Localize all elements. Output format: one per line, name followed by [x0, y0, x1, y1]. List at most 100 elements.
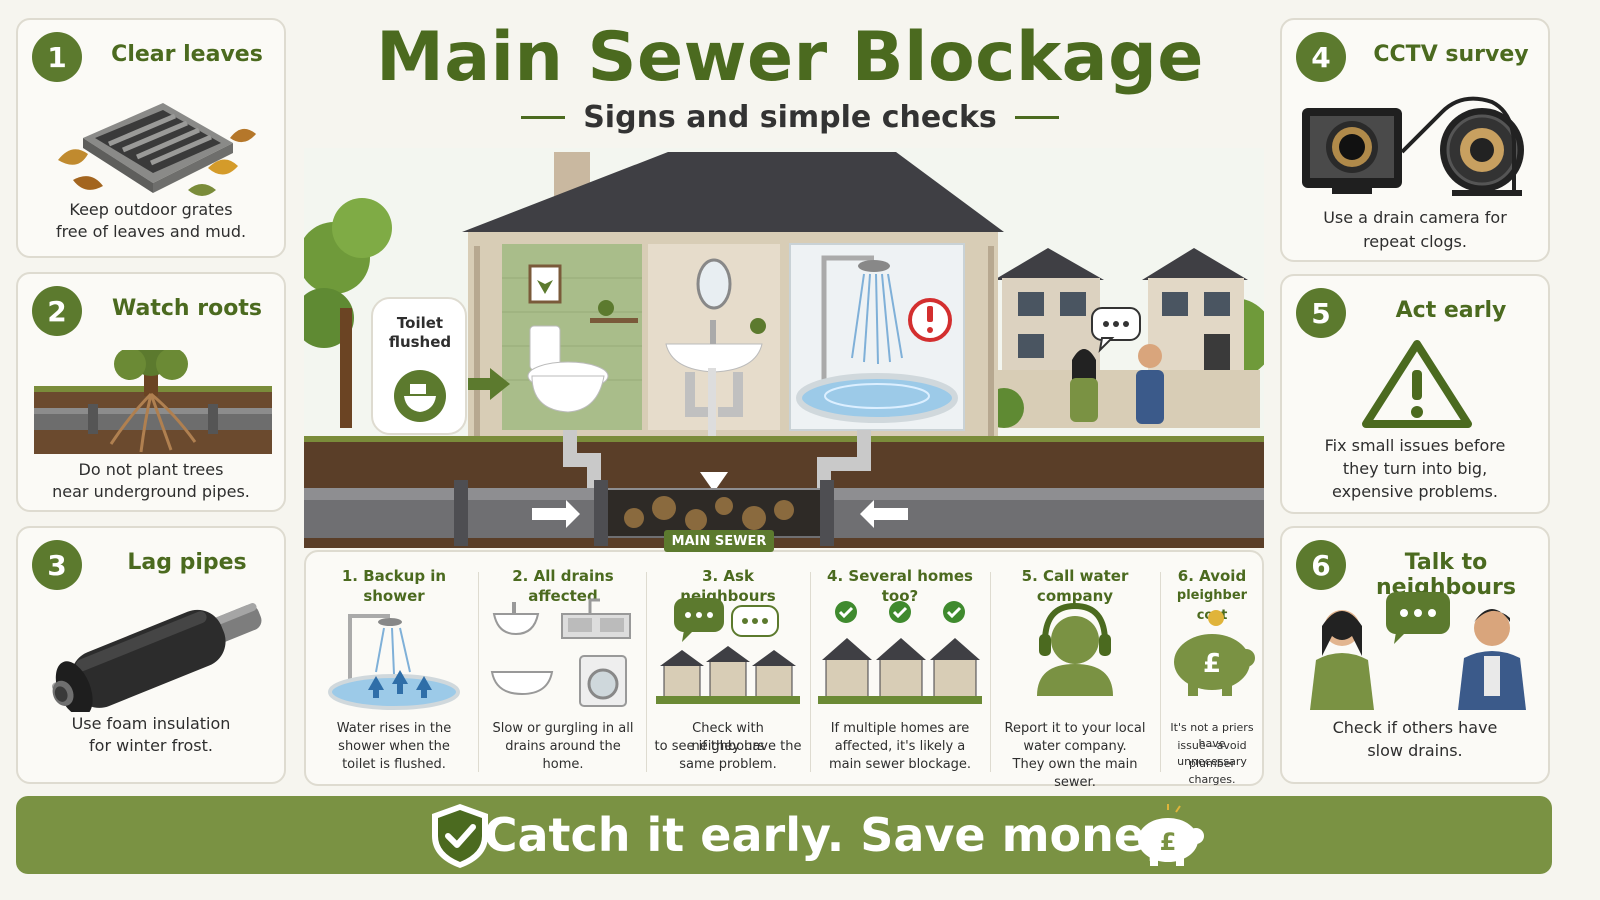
tip-title: Clear leaves: [111, 42, 263, 67]
svg-text:£: £: [1203, 649, 1221, 679]
callout-line: Toilet: [396, 314, 444, 332]
step-divider: [810, 572, 811, 772]
speech-bubble-icon: [656, 598, 800, 704]
tip-number-badge: 2: [32, 286, 82, 336]
step-title: 1. Backup in shower: [341, 567, 447, 605]
tip-text-line: Do not plant trees: [78, 460, 224, 479]
shield-check-icon: [432, 804, 488, 868]
piggy-bank-icon: £: [1174, 610, 1255, 696]
tip-number-badge: 6: [1296, 540, 1346, 590]
tip-card-lag-pipes: 3 Lag pipes Use foam insulation for wint…: [16, 526, 286, 784]
step-title: 2. All drains affected: [512, 567, 614, 605]
tip-text-line: free of leaves and mud.: [55, 222, 247, 241]
step-title: 6. Avoid: [1177, 567, 1247, 585]
step-divider: [1160, 572, 1161, 772]
step-text-line: toilet is flushed.: [342, 757, 446, 772]
tip-number-badge: 1: [32, 32, 82, 82]
shower-backup-icon: [328, 614, 460, 710]
step-divider: [478, 572, 479, 772]
step-text-line: If multiple homes are: [830, 721, 970, 736]
headset-icon: [1037, 602, 1113, 696]
step-text-line: They own the main sewer.: [1012, 757, 1138, 790]
grate-icon: [58, 103, 256, 196]
tip-text-line: Use a drain camera for: [1323, 208, 1507, 227]
step-text-line: Check with neighbours: [691, 721, 765, 754]
bottom-banner: Catch it early. Save money. £: [16, 796, 1552, 874]
step-text-line: drains around the home.: [505, 739, 621, 772]
callout-line: flushed: [388, 333, 452, 351]
homes-checkmark-icon: [818, 601, 982, 704]
piggy-bank-icon: £: [1138, 804, 1204, 866]
step-text-line: plumber charges.: [1188, 757, 1236, 786]
neighbour-houses: [984, 248, 1260, 428]
house-sewer-scene: [304, 148, 1264, 548]
tip-text-line: for winter frost.: [89, 736, 213, 755]
neighbours-icon: [1310, 592, 1526, 710]
tip-card-cctv-survey: 4 CCTV survey Use a drain camera for rep…: [1280, 18, 1550, 262]
step-text-line: affected, it's likely a: [834, 739, 966, 754]
step-text-line: to see if they have the: [654, 739, 802, 754]
insulated-pipe-icon: [51, 603, 262, 712]
tip-card-watch-roots: 2 Watch roots Do not plant trees near un…: [16, 272, 286, 512]
banner-text: Catch it early. Save money.: [483, 808, 1189, 862]
step-avoid-cost: 6. Avoid pleighber cost £ It's not a pri…: [1162, 552, 1262, 786]
toilet-flushed-label: Toilet flushed: [372, 314, 468, 352]
tip-text-line: Keep outdoor grates: [69, 200, 233, 219]
step-text-line: same problem.: [679, 757, 777, 772]
checkmark-icon: [835, 601, 965, 623]
tip-card-clear-leaves: 1 Clear leaves Keep outdoor grates free …: [16, 18, 286, 258]
step-title: 5. Call water company: [1021, 567, 1129, 605]
tip-text-line: repeat clogs.: [1363, 232, 1467, 251]
tip-text-line: Check if others have: [1332, 718, 1498, 737]
tip-card-talk-to-neighbours: 6 Talk to neighbours Check if others hav…: [1280, 526, 1550, 784]
tip-number-badge: 5: [1296, 288, 1346, 338]
step-divider: [990, 572, 991, 772]
tip-number-badge: 4: [1296, 32, 1346, 82]
subtitle-dash-left: [521, 116, 566, 119]
tip-number-badge: 3: [32, 540, 82, 590]
step-text-line: issue—avoid unnecessary: [1177, 739, 1247, 768]
alert-icon: [908, 298, 952, 342]
step-all-drains-affected: 2. All drains affected Slow or gurgling …: [482, 552, 644, 784]
toilet-icon: [527, 325, 609, 413]
tip-text-line: they turn into big,: [1342, 459, 1488, 478]
warning-icon: [1362, 340, 1472, 428]
tip-text-line: expensive problems.: [1332, 482, 1498, 501]
tip-title: Lag pipes: [127, 550, 247, 575]
roof: [462, 152, 1004, 232]
tip-text-line: near underground pipes.: [52, 482, 250, 501]
main-sewer-label: MAIN SEWER: [664, 530, 774, 552]
tip-title: Watch roots: [112, 296, 262, 321]
step-title: 4. Several homes too?: [827, 567, 973, 605]
subtitle-row: Signs and simple checks: [300, 100, 1280, 135]
tree-roots-icon: [34, 350, 272, 454]
main-sewer-pipe: [304, 480, 1264, 546]
svg-text:£: £: [1160, 828, 1177, 856]
steps-panel: 1. Backup in shower Water rises in the s…: [304, 550, 1264, 790]
tip-text-line: Fix small issues before: [1324, 436, 1506, 455]
step-text-line: Report it to your local: [1004, 721, 1146, 736]
step-text-line: Slow or gurgling in all: [492, 721, 634, 736]
tip-title: CCTV survey: [1373, 42, 1529, 67]
tip-title: Act early: [1395, 298, 1507, 323]
subtitle-dash-right: [1014, 116, 1059, 119]
step-text-line: It's not a priers have: [1170, 721, 1254, 750]
step-call-water-company: 5. Call water company Report it to your …: [992, 552, 1158, 790]
step-text-line: water company.: [1023, 739, 1127, 754]
step-ask-neighbours: 3. Ask neighbours Check with neighbours …: [650, 552, 806, 784]
page-title: Main Sewer Blockage: [376, 18, 1204, 97]
step-several-homes: 4. Several homes too? If multiple homes …: [814, 552, 986, 784]
step-text-line: main sewer blockage.: [828, 757, 972, 772]
drains-icon: [490, 598, 631, 707]
toilet-flushed-callout: [371, 297, 510, 435]
neighbours-talking: [1070, 307, 1164, 424]
tip-card-act-early: 5 Act early Fix small issues before they…: [1280, 274, 1550, 514]
tip-text-line: Use foam insulation: [71, 714, 231, 733]
drain-camera-icon: [1302, 96, 1524, 196]
step-backup-in-shower: 1. Backup in shower Water rises in the s…: [312, 552, 476, 784]
tip-text-line: slow drains.: [1367, 741, 1463, 760]
page-subtitle: Signs and simple checks: [583, 100, 997, 135]
step-text-line: shower when the: [338, 739, 450, 754]
step-divider: [646, 572, 647, 772]
step-text-line: Water rises in the: [336, 721, 452, 736]
